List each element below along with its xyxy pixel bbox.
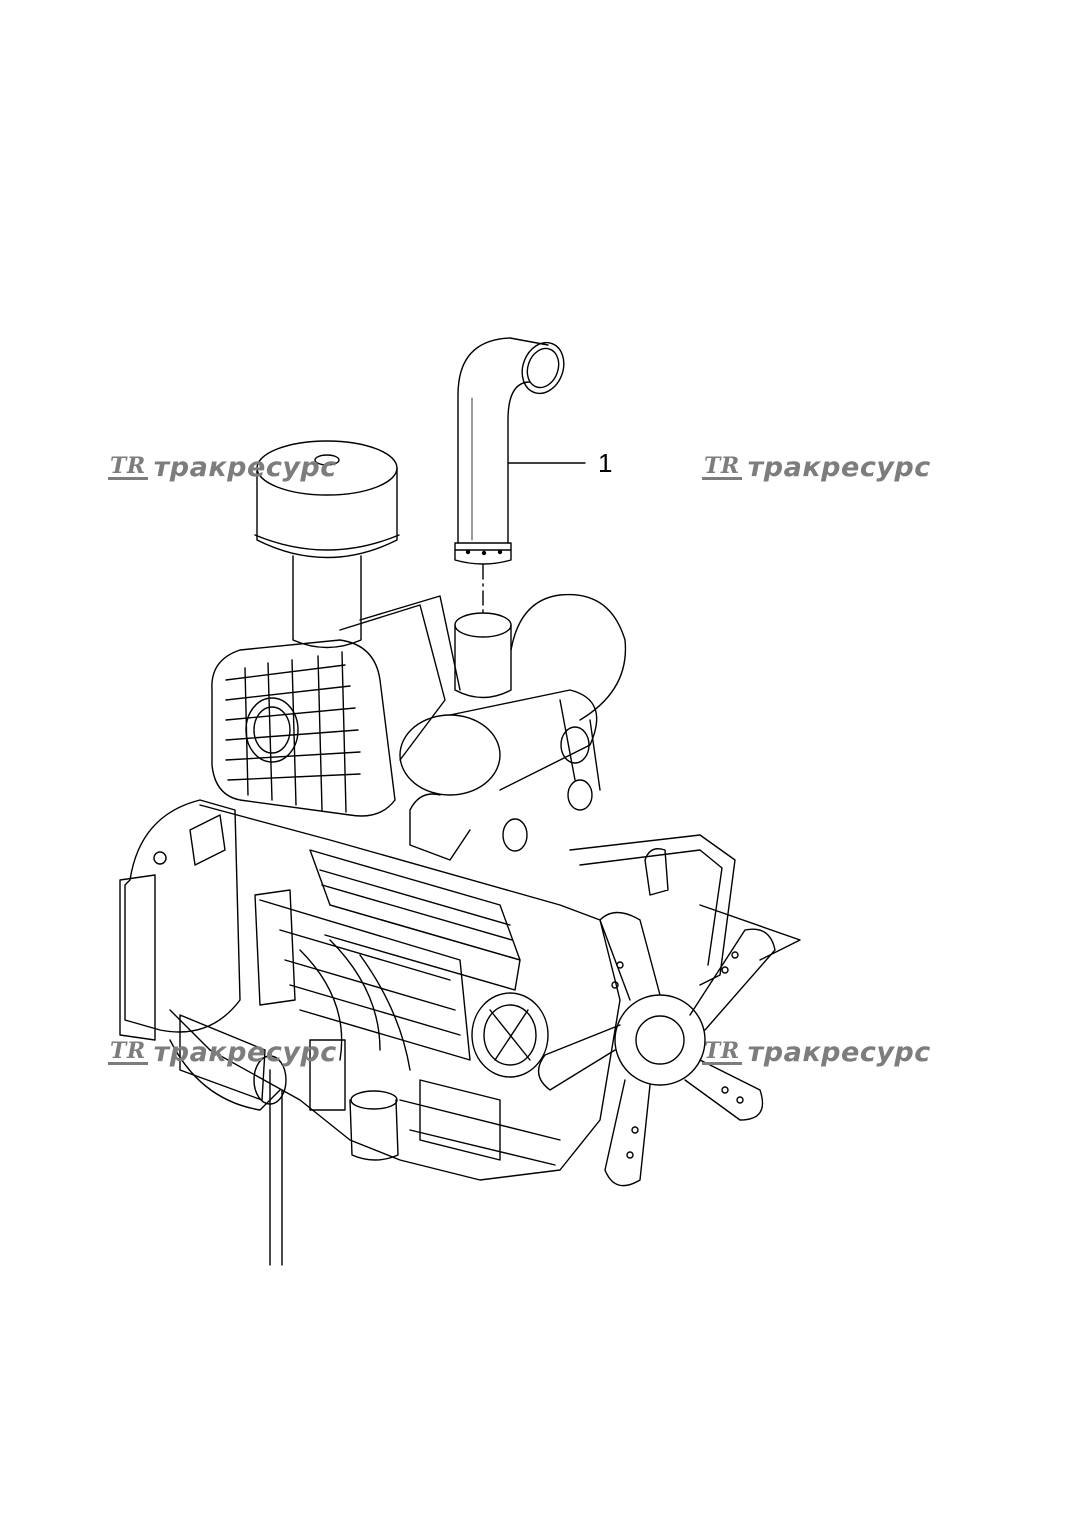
alternator bbox=[471, 992, 549, 1078]
intake-housing bbox=[211, 595, 461, 817]
engine-block bbox=[169, 804, 621, 1181]
cooling-fan bbox=[537, 904, 801, 1187]
watermark-top-right: TR тракресурс bbox=[702, 452, 931, 483]
starter-and-filters bbox=[179, 889, 399, 1266]
watermark-logo: TR bbox=[702, 1038, 742, 1065]
flywheel-housing bbox=[119, 799, 281, 1111]
muffler bbox=[399, 593, 627, 861]
watermark-text: тракресурс bbox=[153, 452, 337, 483]
watermark-text: тракресурс bbox=[153, 1037, 337, 1068]
watermark-logo: TR bbox=[108, 453, 148, 480]
watermark-top-left: TR тракресурс bbox=[108, 452, 337, 483]
watermark-logo: TR bbox=[108, 1038, 148, 1065]
watermark-logo: TR bbox=[702, 453, 742, 480]
air-cleaner bbox=[254, 440, 400, 649]
watermark-text: тракресурс bbox=[747, 452, 931, 483]
watermark-text: тракресурс bbox=[747, 1037, 931, 1068]
dipstick-tube bbox=[269, 1069, 283, 1266]
watermark-bottom-right: TR тракресурс bbox=[702, 1037, 931, 1068]
radiator-frame bbox=[569, 834, 736, 986]
exhaust-pipe-part bbox=[454, 337, 565, 565]
callout-label-1: 1 bbox=[598, 448, 613, 478]
watermark-bottom-left: TR тракресурс bbox=[108, 1037, 337, 1068]
